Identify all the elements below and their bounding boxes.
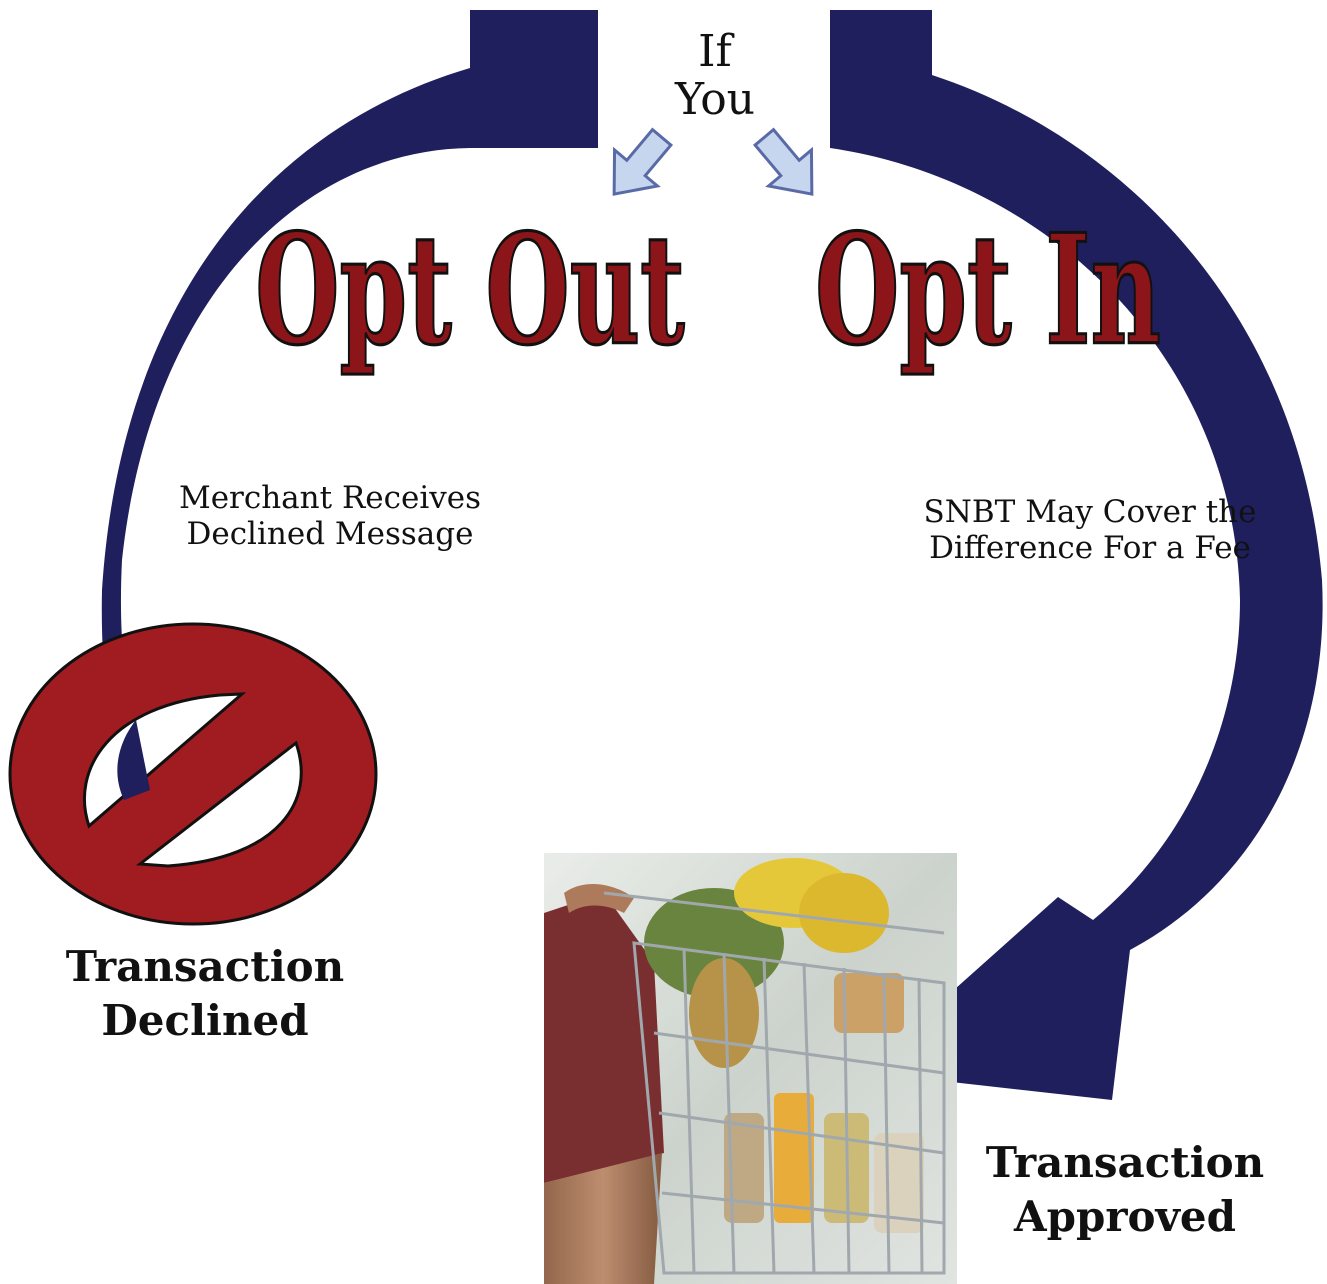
opt-in-headline: Opt In <box>815 201 1161 379</box>
no-sign-icon <box>8 622 378 926</box>
transaction-declined-label: Transaction Declined <box>65 942 345 1045</box>
shopping-cart-photo <box>544 853 957 1284</box>
if-you-label: If You <box>674 26 756 125</box>
opt-in-hint-arrow-icon <box>752 127 814 196</box>
opt-in-curved-arrow <box>830 10 1323 1100</box>
opt-out-hint-arrow-icon <box>612 127 674 196</box>
opt-in-description: SNBT May Cover the Difference For a Fee <box>923 494 1257 566</box>
opt-out-description: Merchant Receives Declined Message <box>178 480 482 552</box>
opt-out-headline: Opt Out <box>255 201 685 379</box>
transaction-approved-label: Transaction Approved <box>985 1138 1265 1241</box>
opt-out-curved-arrow <box>101 10 598 800</box>
